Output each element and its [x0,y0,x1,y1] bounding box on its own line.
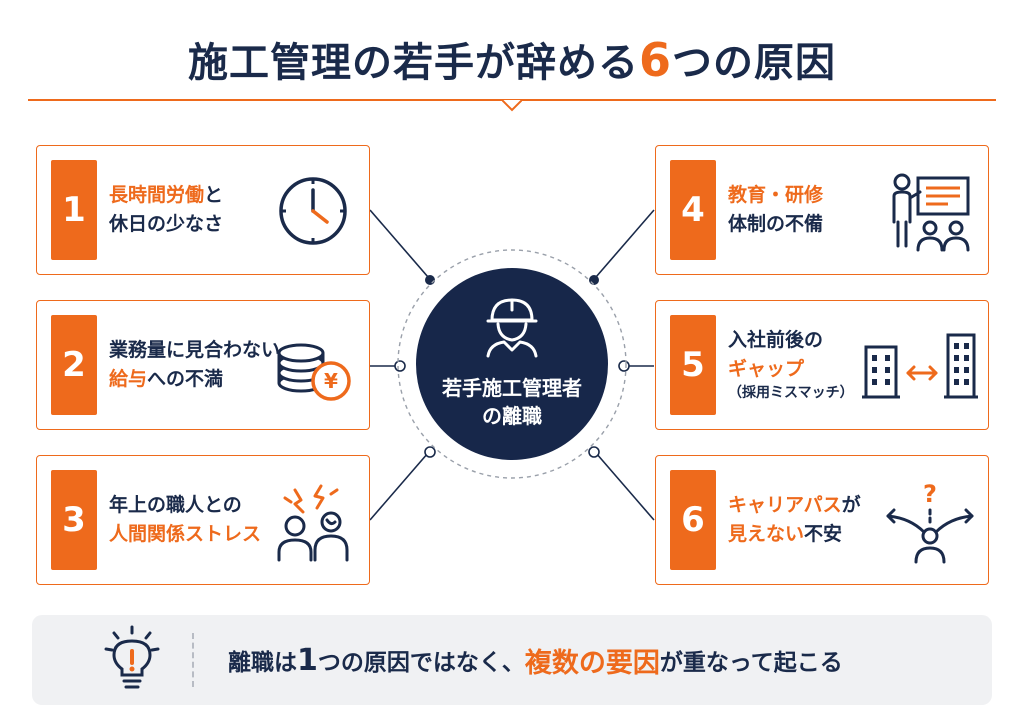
center-dashed-ring [397,249,627,479]
cause-highlight: ギャップ [728,357,805,380]
banner-separator [192,633,194,687]
clock-icon [279,177,347,245]
career-question-icon: ? [886,480,974,564]
cause-number: 5 [670,315,716,415]
summary-text-part: つの原因ではなく、 [317,650,525,676]
cause-highlight: キャリアパス [728,493,842,516]
cause-number: 6 [670,470,716,570]
title-tail: つの原因 [672,40,836,86]
cause-highlight: 見えない [728,523,805,545]
conflict-people-icon [277,484,349,562]
cause-text-part: が [841,493,861,516]
cause-text-line: 年上の職人との [109,493,242,516]
cause-text: キャリアパスが 見えない不安 [728,456,861,584]
cause-text: 長時間労働と 休日の少なさ [109,146,223,274]
cause-text: 教育・研修 体制の不備 [728,146,823,274]
cause-text-line: 入社前後の [728,329,824,351]
center-label-line1: 若手施工管理者 [442,376,582,400]
yen-coins-icon: ¥ [277,343,351,401]
buildings-gap-icon [862,333,978,399]
helmet-worker-icon [486,298,538,358]
cause-highlight: 長時間労働 [109,183,205,206]
title-accent-number: 6 [638,33,672,87]
cause-highlight: 給与 [109,368,148,390]
summary-number: 1 [297,642,318,678]
cause-number: 1 [51,160,97,260]
cause-text-line: 体制の不備 [728,213,824,235]
cause-text-part: 不安 [804,523,843,545]
cause-number: 4 [670,160,716,260]
summary-text-part: が重なって起こる [659,650,843,676]
svg-text:?: ? [923,480,937,508]
cause-number: 2 [51,315,97,415]
cause-text-note: （採用ミスマッチ） [728,385,854,401]
cause-text-line: 休日の少なさ [109,213,224,235]
cause-card-5: 5 入社前後の ギャップ （採用ミスマッチ） [655,300,989,430]
cause-highlight: 人間関係ストレス [109,523,262,545]
summary-text-part: 離職は [228,650,297,676]
cause-card-6: 6 キャリアパスが 見えない不安 ? [655,455,989,585]
cause-text-part: への不満 [147,368,224,390]
cause-number: 3 [51,470,97,570]
page-title: 施工管理の若手が辞める6つの原因 [0,30,1024,88]
cause-text-line: 業務量に見合わない [109,338,281,361]
cause-card-3: 3 年上の職人との 人間関係ストレス [36,455,370,585]
center-label: 若手施工管理者 の離職 [442,374,582,430]
cause-card-1: 1 長時間労働と 休日の少なさ [36,145,370,275]
cause-text: 業務量に見合わない 給与への不満 [109,301,280,429]
cause-text: 入社前後の ギャップ （採用ミスマッチ） [728,301,854,429]
center-label-line2: の離職 [482,404,542,428]
svg-text:¥: ¥ [324,369,338,393]
cause-text-part: と [204,183,224,206]
cause-card-4: 4 教育・研修 体制の不備 [655,145,989,275]
summary-highlight: 複数の要因 [524,647,660,679]
training-presentation-icon [892,173,970,252]
center-circle: 若手施工管理者 の離職 [416,268,608,460]
title-divider-notch [502,100,522,112]
lightbulb-icon [104,625,160,689]
cause-card-2: 2 業務量に見合わない 給与への不満 ¥ [36,300,370,430]
title-main: 施工管理の若手が辞める [187,40,639,86]
cause-highlight: 教育・研修 [728,183,824,206]
cause-text: 年上の職人との 人間関係ストレス [109,456,261,584]
